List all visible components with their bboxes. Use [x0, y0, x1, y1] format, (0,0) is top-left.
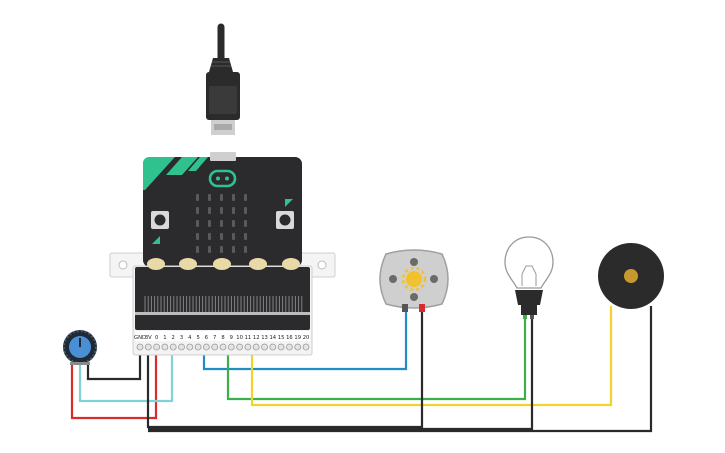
pin-label-4: 4	[188, 335, 192, 341]
pin-hole-15[interactable]	[277, 343, 285, 351]
pin-pads	[147, 258, 300, 270]
button-b[interactable]	[276, 199, 294, 229]
usb-strain-relief	[209, 58, 233, 72]
led-matrix	[196, 194, 247, 253]
pin-hole-4[interactable]	[186, 343, 194, 351]
wire-lightblue-pot-p0[interactable]	[78, 350, 174, 403]
pin-label-13: 13	[261, 335, 268, 341]
pin-label-9: 9	[230, 335, 233, 341]
pin-hole-10[interactable]	[236, 343, 244, 351]
pin-header[interactable]	[136, 343, 310, 351]
pin-label-3: 3	[180, 335, 183, 341]
mounting-hole-left	[118, 260, 128, 270]
button-b-marker	[285, 199, 293, 207]
pin-hole-16[interactable]	[285, 343, 293, 351]
pin-label-19: 19	[294, 335, 301, 341]
pin-label-10: 10	[236, 335, 243, 341]
pin-label-6: 6	[205, 335, 208, 341]
pin-hole-1[interactable]	[161, 343, 169, 351]
pin-label-5: 5	[196, 335, 199, 341]
board-usb-port	[210, 152, 236, 161]
piezo-buzzer[interactable]	[598, 243, 664, 310]
pin-label-14: 14	[269, 335, 276, 341]
pin-hole-12[interactable]	[252, 343, 260, 351]
connector-teeth	[144, 296, 303, 312]
wire-black-gnd-motor[interactable]	[146, 312, 424, 429]
pin-hole-8[interactable]	[219, 343, 227, 351]
pin-hole-2[interactable]	[169, 343, 177, 351]
pin-label-3v: 3V	[145, 335, 152, 341]
pin-label-8: 8	[221, 335, 224, 341]
wire-black-gnd-bulb[interactable]	[148, 317, 534, 431]
pin-label-16: 16	[286, 335, 293, 341]
motor-terminal-black[interactable]	[402, 304, 408, 312]
button-a[interactable]	[151, 211, 169, 244]
pin-hole-19[interactable]	[294, 343, 302, 351]
pin-hole-gnd[interactable]	[136, 343, 144, 351]
pin-label-strip	[135, 331, 310, 341]
bulb-socket	[515, 290, 543, 305]
wire-red-pot-3v[interactable]	[70, 350, 158, 420]
bulb-glass	[504, 236, 554, 289]
motor-terminal-red[interactable]	[419, 304, 425, 312]
pin-hole-7[interactable]	[211, 343, 219, 351]
face-logo-icon	[208, 169, 237, 188]
mounting-hole-right	[317, 260, 327, 270]
motor-shaft-icon	[401, 266, 427, 292]
buzzer-center	[624, 269, 638, 283]
bulb-filament	[521, 265, 537, 286]
pin-label-15: 15	[278, 335, 285, 341]
pin-hole-3v[interactable]	[144, 343, 152, 351]
pin-label-20: 20	[303, 335, 310, 341]
pin-label-11: 11	[245, 335, 252, 341]
pin-label-12: 12	[253, 335, 260, 341]
wires	[70, 306, 653, 433]
wire-blue-p5-motor[interactable]	[202, 312, 408, 371]
pin-hole-14[interactable]	[269, 343, 277, 351]
wire-green-p8-bulb[interactable]	[226, 317, 527, 401]
pin-hole-11[interactable]	[244, 343, 252, 351]
button-a-marker	[152, 236, 160, 244]
dc-motor[interactable]	[379, 249, 449, 312]
pin-label-gnd: GND	[134, 335, 146, 341]
usb-cable[interactable]	[206, 23, 240, 135]
pin-hole-6[interactable]	[202, 343, 210, 351]
pin-hole-0[interactable]	[153, 343, 161, 351]
pin-hole-5[interactable]	[194, 343, 202, 351]
potentiometer[interactable]	[63, 330, 97, 365]
pin-label-0: 0	[155, 335, 158, 341]
logo-stripe	[143, 157, 175, 190]
wire-black-pot-gnd[interactable]	[86, 350, 142, 381]
pin-hole-13[interactable]	[261, 343, 268, 351]
pin-hole-3[interactable]	[178, 343, 185, 351]
wire-black-gnd-buzzer[interactable]	[148, 306, 653, 433]
light-bulb[interactable]	[504, 236, 554, 319]
pin-label-7: 7	[213, 335, 216, 341]
pin-hole-9[interactable]	[227, 343, 235, 351]
pin-label-1: 1	[163, 335, 166, 341]
pin-hole-20[interactable]	[302, 343, 310, 351]
wire-yellow-p11-buzzer[interactable]	[250, 306, 613, 407]
pin-label-2: 2	[172, 335, 175, 341]
